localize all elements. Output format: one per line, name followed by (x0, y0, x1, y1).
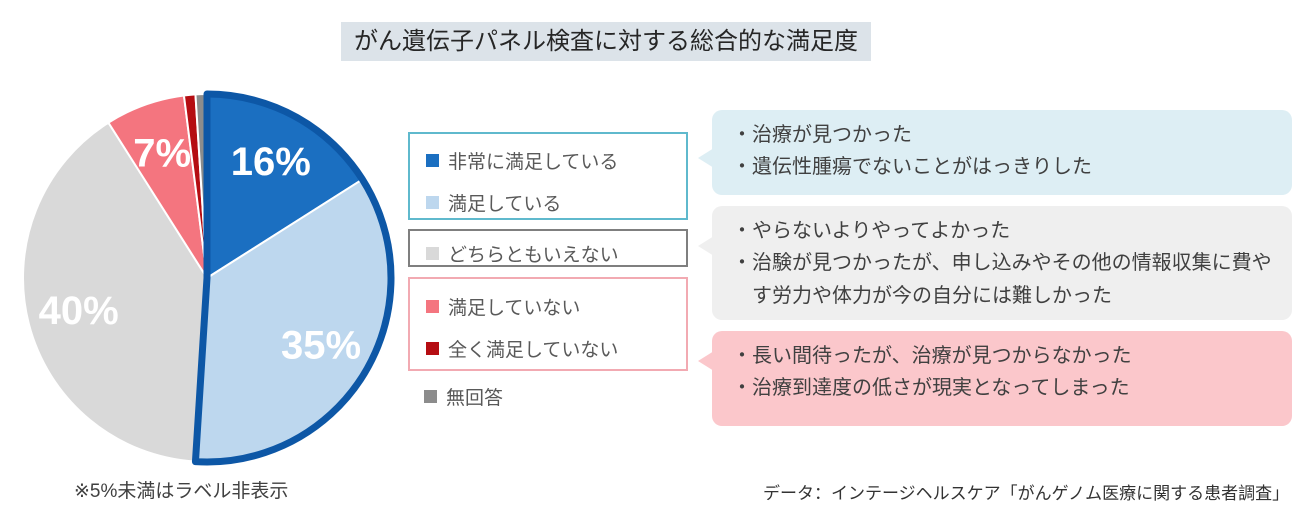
callout-line: ・やらないよりやってよかった (732, 220, 1011, 242)
data-source-credit: データ：インテージヘルスケア「がんゲノム医療に関する患者調査」 (763, 484, 1290, 503)
legend-group-satisfied: 非常に満足している 満足している (408, 132, 688, 220)
legend-label: 満足していない (448, 297, 581, 319)
callout-line: ・遺伝性腫瘍でないことがはっきりした (732, 156, 1092, 179)
callout-tail-left-icon (698, 351, 714, 371)
legend-label: 無回答 (446, 387, 504, 409)
legend-swatch-dissatisfied (426, 299, 439, 313)
legend-item-no-answer: 無回答 (408, 380, 704, 412)
pie-slice-percentage-label: 35% (281, 323, 361, 367)
legend-item-not-at-all: 全く満足していない (410, 332, 686, 364)
satisfied-group-outline (191, 90, 395, 466)
callout-tail-left-icon (698, 148, 714, 168)
pie-chart-svg: 16% 35% 40% 7% (22, 90, 395, 466)
legend-label: 満足している (448, 193, 562, 215)
page-title: がん遺伝子パネル検査に対する総合的な満足度 (341, 22, 871, 62)
callout-line: ・治療到達度の低さが現実となってしまった (732, 377, 1130, 400)
label-threshold-footnote: ※5%未満はラベル非表示 (74, 481, 289, 502)
legend: 非常に満足している 満足している どちらともいえない 満足していない 全く満足し… (408, 132, 688, 422)
legend-label: 非常に満足している (448, 151, 619, 173)
legend-item-dissatisfied: 満足していない (410, 290, 686, 322)
callout-line: ・治験が見つかったが、申し込みやその他の情報収集に費やす労力や体力が今の自分には… (732, 252, 1272, 307)
callout-neutral-comments: ・やらないよりやってよかった ・治験が見つかったが、申し込みやその他の情報収集に… (698, 206, 1292, 320)
legend-swatch-very-satisfied (426, 153, 439, 167)
pie-slice-percentage-label: 16% (231, 140, 311, 184)
legend-swatch-neither (426, 246, 439, 260)
legend-group-dissatisfied: 満足していない 全く満足していない (408, 277, 688, 371)
legend-group-neutral: どちらともいえない (408, 229, 688, 267)
pie-slice-percentage-label: 7% (133, 131, 191, 175)
callout-tail-left-icon (698, 236, 714, 256)
satisfaction-pie-chart: 16% 35% 40% 7% (10, 81, 404, 475)
callout-negative-comments: ・長い間待ったが、治療が見つからなかった ・治療到達度の低さが現実となってしまっ… (698, 331, 1292, 426)
legend-item-satisfied: 満足している (410, 186, 686, 218)
legend-swatch-not-at-all (426, 341, 439, 355)
legend-swatch-satisfied (426, 195, 439, 209)
callout-line: ・治療が見つかった (732, 124, 912, 146)
pie-slice-percentage-label: 40% (39, 289, 119, 333)
callout-positive-comments: ・治療が見つかった ・遺伝性腫瘍でないことがはっきりした (698, 110, 1292, 195)
legend-label: 全く満足していない (448, 339, 619, 361)
callout-line: ・長い間待ったが、治療が見つからなかった (732, 345, 1132, 367)
legend-swatch-no-answer (424, 389, 437, 403)
legend-item-neither: どちらともいえない (410, 237, 686, 269)
legend-label: どちらともいえない (448, 244, 619, 266)
legend-item-very-satisfied: 非常に満足している (410, 144, 686, 176)
